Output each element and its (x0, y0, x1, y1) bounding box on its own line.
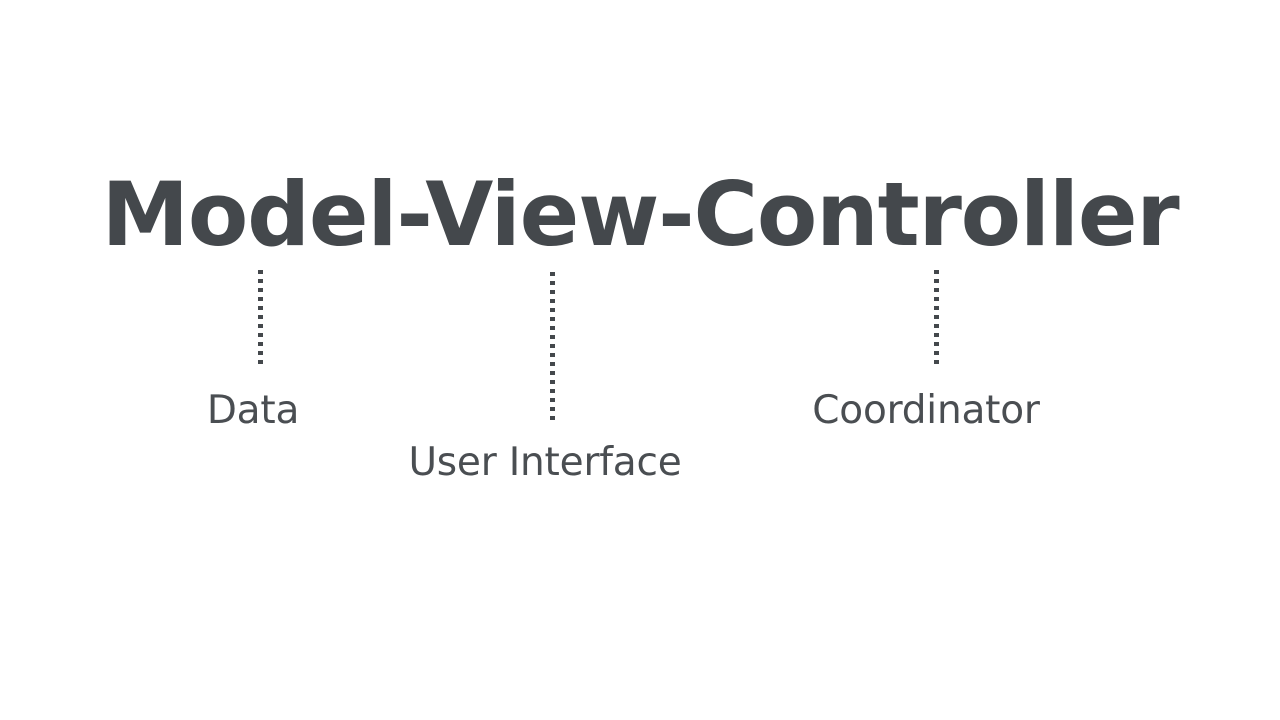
connector-line-controller (934, 270, 939, 366)
connector-line-model (258, 270, 263, 366)
leaf-label-coordinator: Coordinator (812, 388, 1040, 433)
leaf-label-user-interface: User Interface (408, 440, 682, 485)
page-title: Model-View-Controller (101, 163, 1179, 266)
leaf-label-data: Data (206, 388, 300, 433)
connector-line-view (550, 272, 555, 420)
